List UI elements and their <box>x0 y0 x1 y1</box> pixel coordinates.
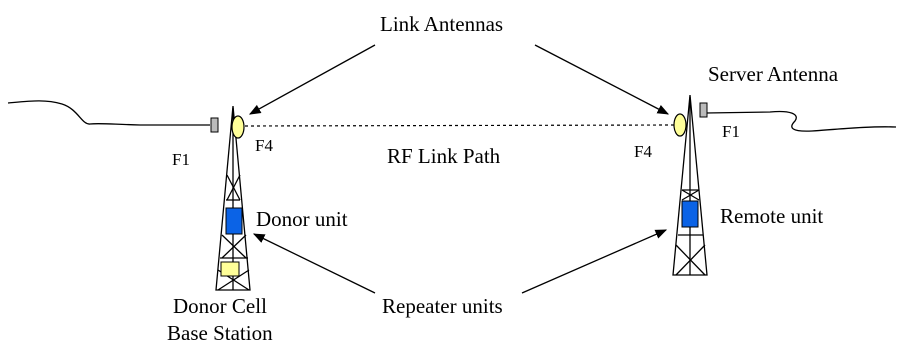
arrow-to-donor-unit <box>252 233 376 294</box>
f4-right-label: F4 <box>634 142 652 161</box>
donor-unit-box <box>225 207 243 235</box>
f1-left-label: F1 <box>172 150 190 169</box>
remote-tower <box>672 94 708 276</box>
arrow-to-left-link-antenna <box>248 44 376 115</box>
donor-cell-label: Donor Cell <box>173 294 267 318</box>
remote-unit-box <box>681 200 699 228</box>
base-station-box <box>220 261 240 277</box>
left-link-antenna <box>231 115 245 139</box>
arrow-to-remote-unit <box>521 229 668 294</box>
base-station-label: Base Station <box>167 321 273 345</box>
right-link-antenna <box>673 113 687 137</box>
f1-right-label: F1 <box>722 122 740 141</box>
left-server-antenna <box>210 117 219 133</box>
arrow-to-right-link-antenna <box>534 44 670 115</box>
f4-left-label: F4 <box>255 136 273 155</box>
right-server-antenna <box>699 102 708 118</box>
left-feeder-line <box>7 100 210 126</box>
rf-link-path-line <box>244 124 675 127</box>
link-antennas-label: Link Antennas <box>380 12 503 36</box>
server-antenna-label: Server Antenna <box>708 62 839 86</box>
rf-link-path-label: RF Link Path <box>387 144 501 168</box>
repeater-units-label: Repeater units <box>382 294 503 318</box>
donor-tower <box>215 105 251 291</box>
donor-unit-label: Donor unit <box>256 207 348 231</box>
right-feeder-line <box>705 110 897 132</box>
remote-unit-label: Remote unit <box>720 204 823 228</box>
